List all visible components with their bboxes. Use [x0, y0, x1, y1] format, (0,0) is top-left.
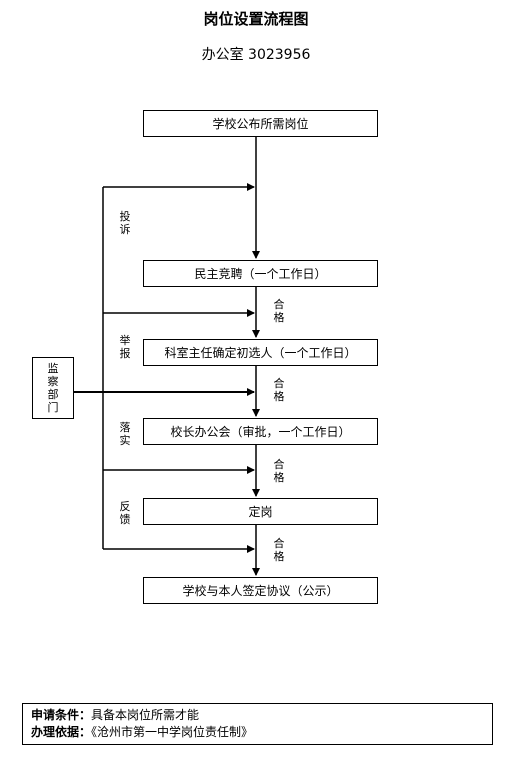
step-publish-positions: 学校公布所需岗位 — [143, 110, 378, 137]
side-label-report: 举报 — [119, 334, 131, 360]
pass-label-1: 合格 — [273, 298, 285, 324]
side-label-complaint: 投诉 — [119, 210, 131, 236]
basis-label: 办理依据： — [31, 725, 92, 739]
pass-label-4: 合格 — [273, 537, 285, 563]
monitor-department-box: 监察部门 — [32, 357, 74, 419]
side-label-implement: 落实 — [119, 421, 131, 447]
monitor-department-label: 监察部门 — [47, 362, 59, 414]
footer-basis-row: 办理依据：《沧州市第一中学岗位责任制》 — [31, 724, 484, 741]
step-principal-meeting: 校长办公会（审批，一个工作日） — [143, 418, 378, 445]
step-initial-candidates: 科室主任确定初选人（一个工作日） — [143, 339, 378, 366]
footer-info-box: 申请条件：具备本岗位所需才能 办理依据：《沧州市第一中学岗位责任制》 — [22, 703, 493, 745]
condition-label: 申请条件： — [31, 708, 92, 722]
step-assign-position: 定岗 — [143, 498, 378, 525]
diagram-subtitle: 办公室 3023956 — [201, 47, 311, 63]
diagram-title: 岗位设置流程图 — [203, 10, 309, 28]
footer-condition-row: 申请条件：具备本岗位所需才能 — [31, 707, 484, 724]
condition-value: 具备本岗位所需才能 — [91, 708, 200, 722]
pass-label-2: 合格 — [273, 377, 285, 403]
step-competitive-selection: 民主竞聘（一个工作日） — [143, 260, 378, 287]
pass-label-3: 合格 — [273, 458, 285, 484]
basis-value: 《沧州市第一中学岗位责任制》 — [91, 725, 254, 739]
step-sign-agreement: 学校与本人签定协议（公示） — [143, 577, 378, 604]
side-label-feedback: 反馈 — [119, 500, 131, 526]
